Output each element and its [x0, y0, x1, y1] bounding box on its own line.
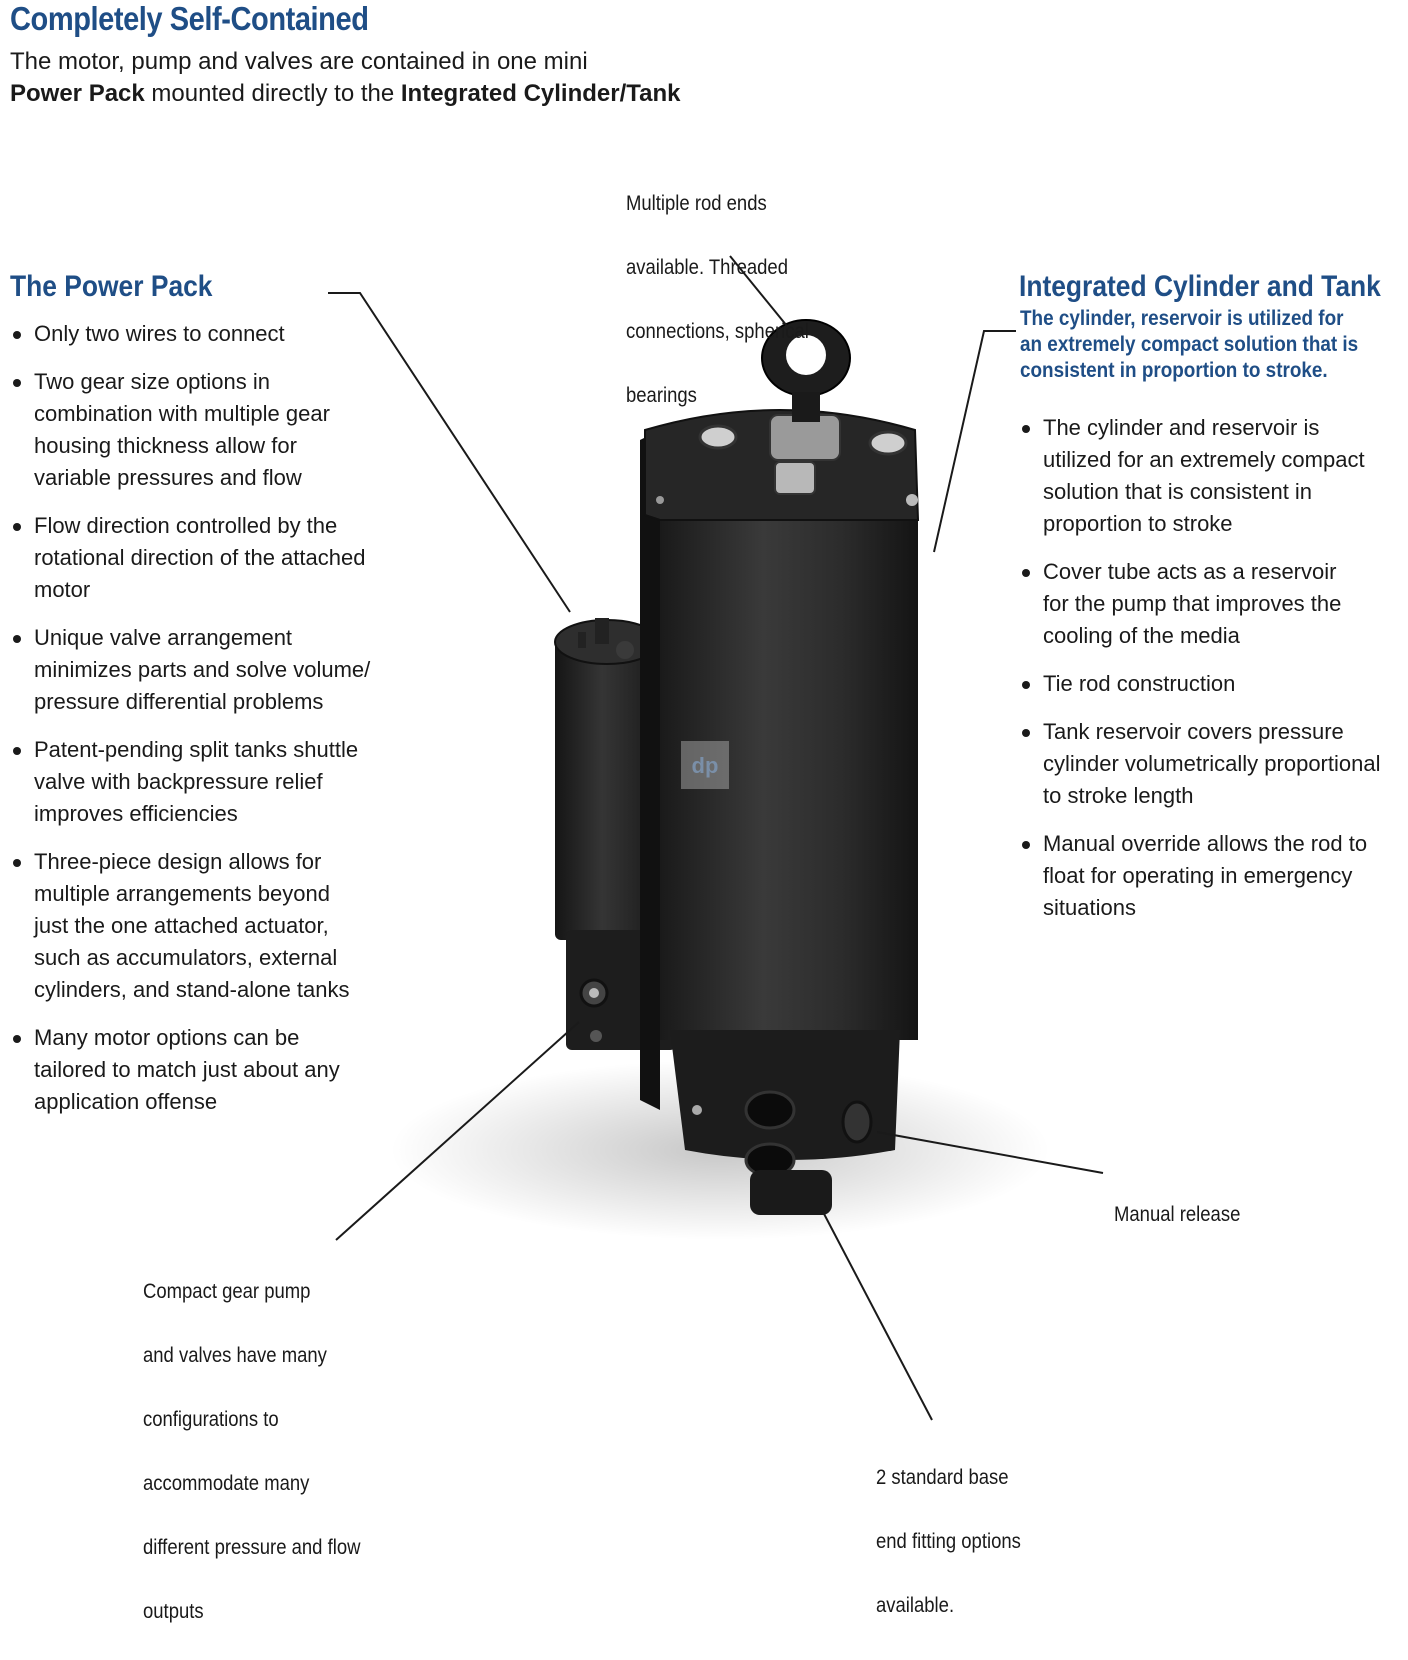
list-item-line: Unique valve arrangement [34, 625, 293, 650]
list-item: The cylinder and reservoir is utilized f… [1019, 412, 1404, 540]
list-item-line: Many motor options can be [34, 1025, 300, 1050]
leader-power-pack [328, 292, 571, 613]
list-item: Two gear size options in combination wit… [10, 366, 410, 494]
leader-gear-pump [335, 1021, 580, 1241]
list-item-line: pressure differential problems [34, 689, 324, 714]
leader-rod-ends [729, 255, 788, 327]
list-item-line: Cover tube acts as a reservoir [1043, 559, 1337, 584]
list-item-line: just the one attached actuator, [34, 913, 329, 938]
cylinder-tank-heading: Integrated Cylinder and Tank [1019, 270, 1381, 303]
list-item-line: proportion to stroke [1043, 511, 1233, 536]
list-item: Tie rod construction [1019, 668, 1404, 700]
list-item-line: improves efficiencies [34, 801, 238, 826]
list-item-line: solution that is consistent in [1043, 479, 1313, 504]
power-pack-heading: The Power Pack [10, 270, 213, 303]
list-item-line: tailored to match just about any [34, 1057, 340, 1082]
svg-text:dp: dp [692, 753, 719, 778]
list-item: Three-piece design allows for multiple a… [10, 846, 410, 1006]
list-item-line: to stroke length [1043, 783, 1194, 808]
list-item-line: cylinders, and stand-alone tanks [34, 977, 350, 1002]
leader-base-end [821, 1209, 933, 1421]
subheading-line: an extremely compact solution that is [1020, 333, 1359, 356]
subheading-line: consistent in proportion to stroke. [1020, 359, 1328, 382]
callout-manual-release: Manual release [1114, 1167, 1240, 1263]
list-item-line: situations [1043, 895, 1136, 920]
list-item-line: Two gear size options in [34, 369, 271, 394]
list-item-line: for the pump that improves the [1043, 591, 1342, 616]
list-item-line: such as accumulators, external [34, 945, 338, 970]
callout-gear-pump-line: configurations to [143, 1408, 279, 1431]
callout-gear-pump-line: different pressure and flow [143, 1536, 361, 1559]
list-item-line: application offense [34, 1089, 218, 1114]
intro-line-1: The motor, pump and valves are contained… [10, 48, 588, 75]
list-item-line: Only two wires to connect [34, 321, 285, 346]
list-item: Many motor options can be tailored to ma… [10, 1022, 410, 1118]
callout-gear-pump: Compact gear pump and valves have many c… [143, 1244, 360, 1660]
callout-manual-release-line: Manual release [1114, 1203, 1241, 1226]
intro-line-2: Power Pack mounted directly to the Integ… [10, 78, 910, 110]
list-item-line: Flow direction controlled by the [34, 513, 338, 538]
callout-base-end: 2 standard base end fitting options avai… [876, 1430, 1021, 1654]
page-title: Completely Self-Contained [10, 0, 369, 37]
list-item-line: valve with backpressure relief [34, 769, 323, 794]
intro-bold-power-pack: Power Pack [10, 80, 145, 107]
list-item-line: combination with multiple gear [34, 401, 330, 426]
list-item-line: float for operating in emergency [1043, 863, 1353, 888]
callout-rod-ends-line: bearings [626, 384, 697, 407]
callout-rod-ends: Multiple rod ends available. Threaded co… [626, 156, 809, 444]
callout-rod-ends-line: available. Threaded [626, 256, 788, 279]
list-item-line: Tank reservoir covers pressure [1043, 719, 1344, 744]
list-item-line: housing thickness allow for [34, 433, 297, 458]
intro-bold-cylinder-tank: Integrated Cylinder/Tank [400, 80, 681, 107]
dp-logo-watermark: dp [681, 741, 729, 789]
callout-rod-ends-line: Multiple rod ends [626, 192, 767, 215]
list-item-line: multiple arrangements beyond [34, 881, 330, 906]
list-item-line: variable pressures and flow [34, 465, 302, 490]
subheading-line: The cylinder, reservoir is utilized for [1020, 307, 1344, 330]
callout-base-end-line: end fitting options [876, 1530, 1021, 1553]
list-item-line: minimizes parts and solve volume/ [34, 657, 371, 682]
callout-gear-pump-line: Compact gear pump [143, 1280, 311, 1303]
callout-gear-pump-line: and valves have many [143, 1344, 327, 1367]
callout-gear-pump-line: outputs [143, 1600, 204, 1623]
list-item-line: motor [34, 577, 91, 602]
leader-cylinder-tank [933, 330, 1016, 553]
callout-base-end-line: available. [876, 1594, 955, 1617]
list-item: Unique valve arrangement minimizes parts… [10, 622, 410, 718]
list-item-line: cooling of the media [1043, 623, 1240, 648]
list-item-line: utilized for an extremely compact [1043, 447, 1365, 472]
list-item: Flow direction controlled by the rotatio… [10, 510, 410, 606]
list-item-line: The cylinder and reservoir is [1043, 415, 1320, 440]
callout-rod-ends-line: connections, spherical [626, 320, 809, 343]
power-pack-list: Only two wires to connect Two gear size … [10, 318, 410, 1134]
list-item-line: Tie rod construction [1043, 671, 1236, 696]
list-item-line: Patent-pending split tanks shuttle [34, 737, 359, 762]
list-item: Only two wires to connect [10, 318, 410, 350]
cylinder-tank-subheading: The cylinder, reservoir is utilized for … [1020, 306, 1358, 384]
list-item-line: rotational direction of the attached [34, 545, 366, 570]
leader-manual-release [876, 1131, 1104, 1174]
intro-mid: mounted directly to the [144, 80, 401, 107]
cylinder-tank-body [640, 319, 920, 1215]
product-illustration: dp [328, 255, 1104, 1421]
list-item: Manual override allows the rod to float … [1019, 828, 1404, 924]
list-item-line: Three-piece design allows for [34, 849, 322, 874]
list-item: Cover tube acts as a reservoir for the p… [1019, 556, 1404, 652]
cylinder-tank-list: The cylinder and reservoir is utilized f… [1019, 412, 1404, 940]
callout-gear-pump-line: accommodate many [143, 1472, 310, 1495]
list-item: Patent-pending split tanks shuttle valve… [10, 734, 410, 830]
list-item-line: Manual override allows the rod to [1043, 831, 1368, 856]
callout-base-end-line: 2 standard base [876, 1466, 1009, 1489]
intro-text: The motor, pump and valves are contained… [10, 46, 910, 110]
list-item: Tank reservoir covers pressure cylinder … [1019, 716, 1404, 812]
list-item-line: cylinder volumetrically proportional [1043, 751, 1381, 776]
